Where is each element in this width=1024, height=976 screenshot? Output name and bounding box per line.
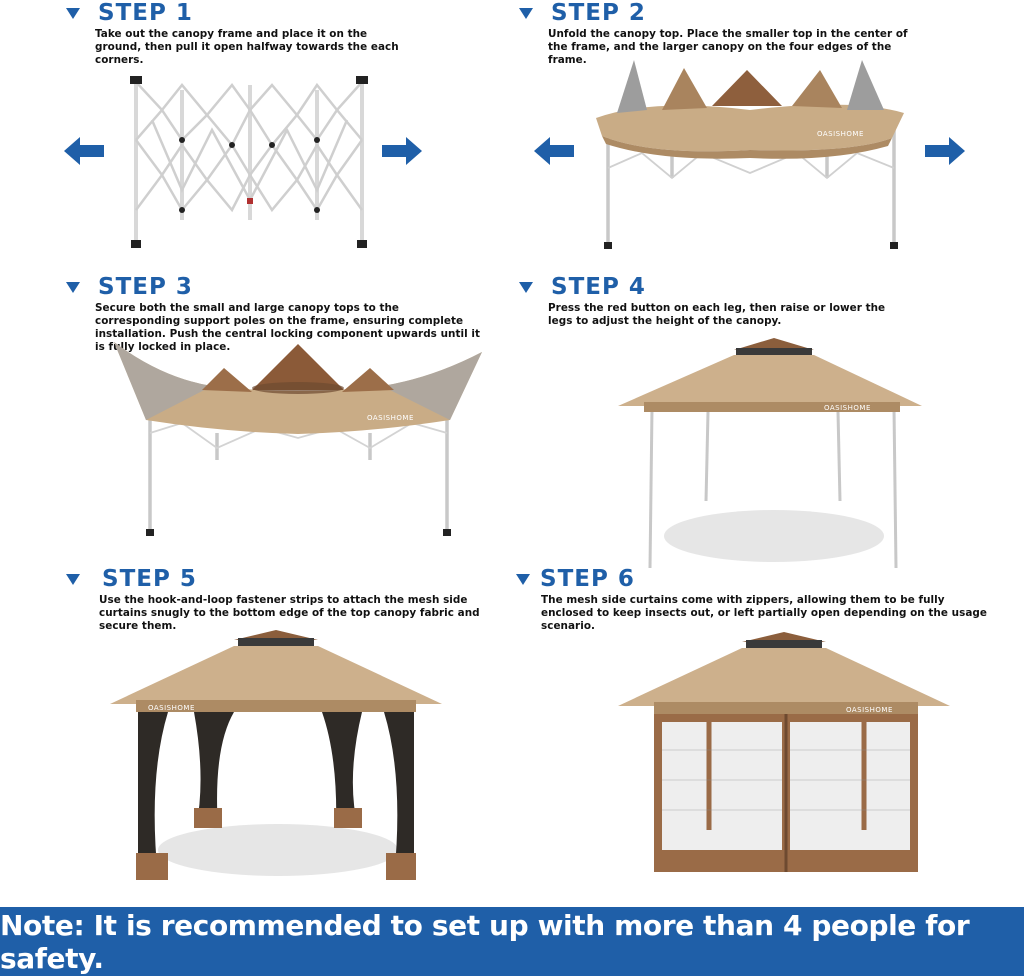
unfold-top-illustration: OASISHOME (596, 60, 904, 249)
step-description: The mesh side curtains come with zippers… (541, 594, 987, 632)
step-3: STEP 3 Secure both the small and large c… (64, 274, 534, 354)
step-title: STEP 3 (98, 274, 193, 300)
brand-label: OASISHOME (824, 404, 871, 412)
brand-label: OASISHOME (148, 704, 195, 712)
secure-tops-illustration: OASISHOME (114, 342, 482, 536)
step-1: STEP 1 Take out the canopy frame and pla… (64, 0, 534, 67)
step-title: STEP 5 (102, 566, 197, 592)
collapsed-frame-illustration (130, 76, 368, 248)
step-5: STEP 5 Use the hook-and-loop fastener st… (64, 566, 534, 633)
step-6: STEP 6 The mesh side curtains come with … (514, 566, 987, 633)
arrow-left-icon (64, 137, 104, 165)
safety-note-text: Note: It is recommended to set up with m… (0, 908, 970, 975)
step-title: STEP 2 (551, 0, 646, 26)
brand-label: OASISHOME (367, 414, 414, 422)
safety-note-banner: Note: It is recommended to set up with m… (0, 907, 1024, 976)
triangle-down-icon (66, 281, 80, 293)
triangle-down-icon (519, 281, 533, 293)
arrow-right-icon (925, 137, 965, 165)
arrow-right-icon (382, 137, 422, 165)
enclosed-canopy-illustration: OASISHOME (618, 632, 950, 872)
step-title: STEP 4 (551, 274, 646, 300)
step-4: STEP 4 Press the red button on each leg,… (517, 274, 987, 328)
step-description: Secure both the small and large canopy t… (95, 302, 481, 353)
triangle-down-icon (66, 7, 80, 19)
triangle-down-icon (66, 573, 80, 585)
step-description: Take out the canopy frame and place it o… (95, 28, 399, 66)
step-description: Use the hook-and-loop fastener strips to… (99, 594, 480, 632)
brand-label: OASISHOME (846, 706, 893, 714)
raised-canopy-illustration: OASISHOME (618, 338, 922, 569)
step-description: Unfold the canopy top. Place the smaller… (548, 28, 908, 66)
arrow-left-icon (534, 137, 574, 165)
step-2: STEP 2 Unfold the canopy top. Place the … (517, 0, 987, 67)
triangle-down-icon (519, 7, 533, 19)
step-description: Press the red button on each leg, then r… (548, 302, 886, 327)
curtains-attached-illustration: OASISHOME (110, 630, 442, 880)
brand-label: OASISHOME (817, 130, 864, 138)
step-title: STEP 6 (540, 566, 635, 592)
step-title: STEP 1 (98, 0, 193, 26)
triangle-down-icon (516, 573, 530, 585)
